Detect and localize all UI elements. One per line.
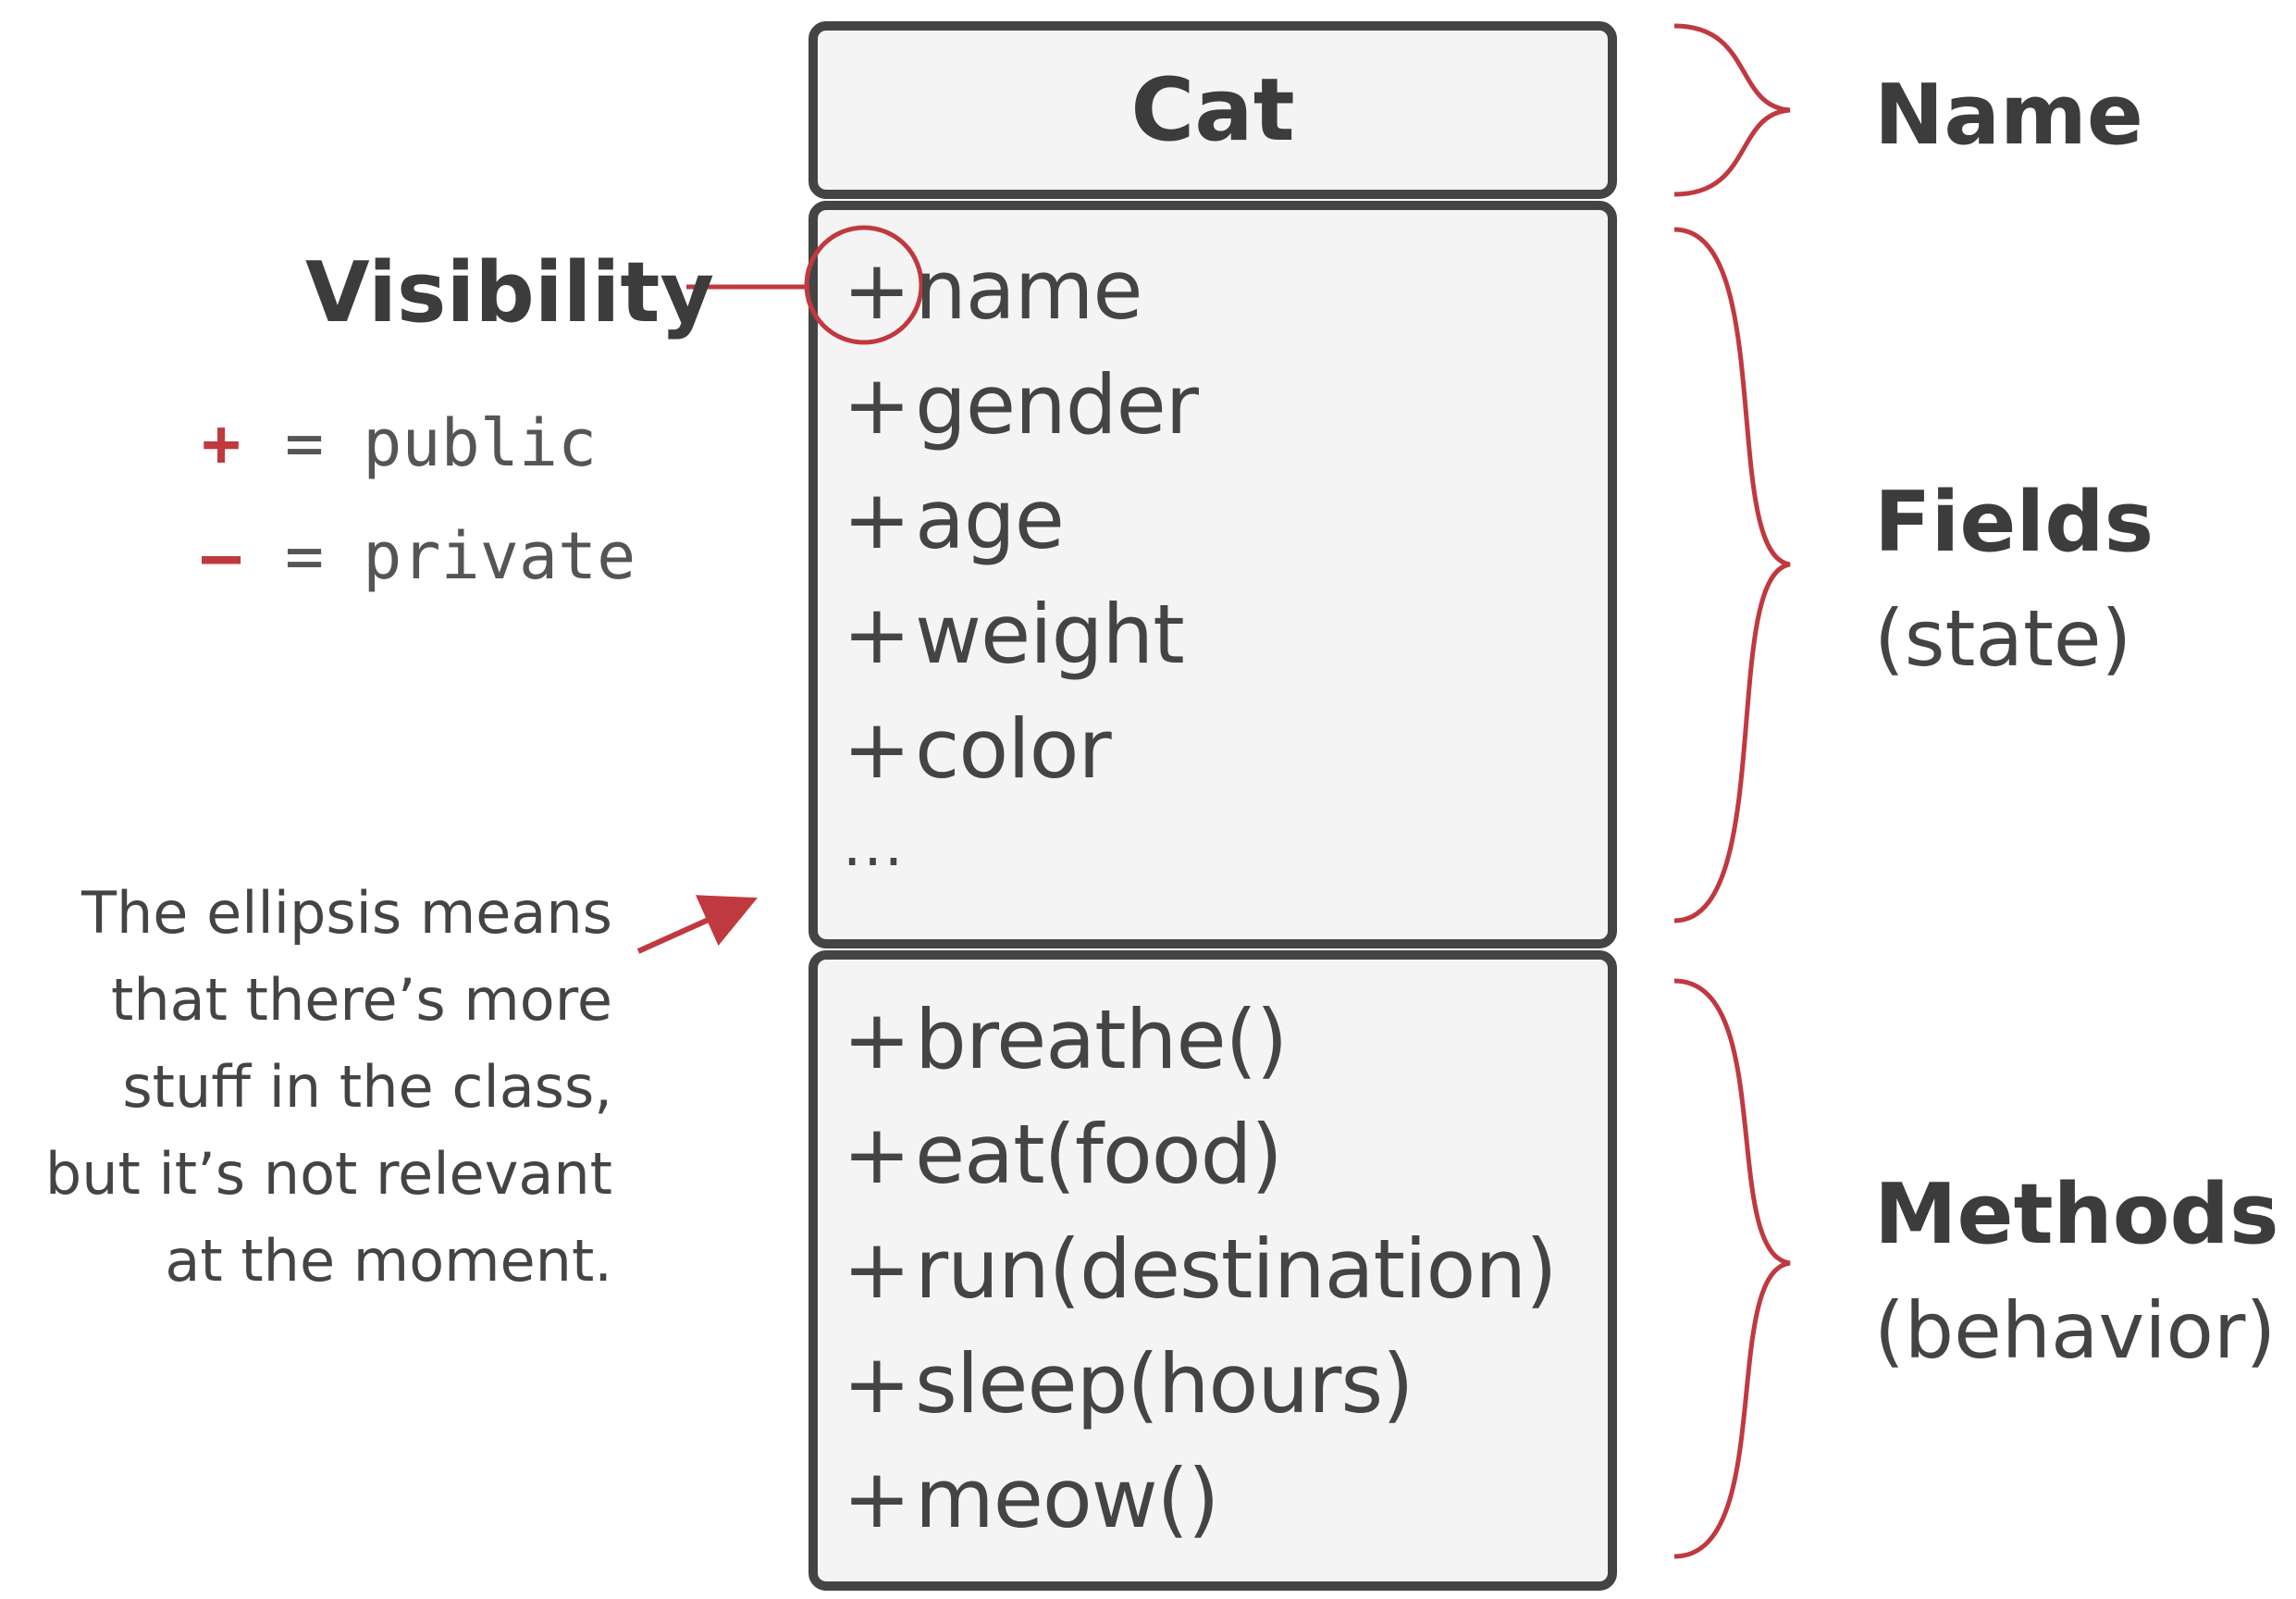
fields-brace xyxy=(1673,227,1791,923)
visibility-symbol: + xyxy=(843,992,911,1087)
method-row: +eat(food) xyxy=(843,1097,1283,1212)
fields-section-box xyxy=(809,201,1617,948)
legend-public: += public xyxy=(202,411,597,476)
visibility-symbol: + xyxy=(843,587,911,682)
method-signature: breathe() xyxy=(915,992,1288,1087)
field-name: weight xyxy=(915,587,1185,682)
legend-meaning: = public xyxy=(285,405,598,481)
methods-label: Methods xyxy=(1874,1166,2279,1263)
method-row: +run(destination) xyxy=(843,1212,1557,1327)
legend-private: –= private xyxy=(202,524,636,589)
method-signature: run(destination) xyxy=(915,1221,1557,1317)
visibility-symbol: + xyxy=(843,1336,911,1432)
name-section: Cat xyxy=(813,26,1612,194)
methods-section-box xyxy=(809,950,1617,1591)
note-line: stuff in the class, xyxy=(122,1053,612,1121)
visibility-highlight-circle xyxy=(804,225,924,345)
note-line: The ellipsis means xyxy=(81,879,612,947)
field-row: +gender xyxy=(843,348,1199,463)
method-signature: meow() xyxy=(915,1451,1219,1546)
ellipsis-note: The ellipsis means that there’s more stu… xyxy=(45,870,612,1305)
visibility-symbol: + xyxy=(843,1221,911,1317)
note-line: at the moment. xyxy=(165,1227,612,1295)
field-row: +age xyxy=(843,463,1065,577)
field-row: +weight xyxy=(843,577,1185,692)
methods-section: +breathe() +eat(food) +run(destination) … xyxy=(813,983,1612,1586)
field-name: color xyxy=(915,701,1112,797)
name-section-box xyxy=(809,21,1617,199)
visibility-symbol: + xyxy=(843,1107,911,1202)
fields-sub-label: (state) xyxy=(1874,593,2132,684)
visibility-symbol: + xyxy=(843,1451,911,1546)
class-name: Cat xyxy=(1130,59,1295,161)
field-row: +name xyxy=(843,233,1143,348)
field-name: name xyxy=(915,242,1143,338)
methods-sub-label: (behavior) xyxy=(1874,1285,2277,1376)
legend-meaning: = private xyxy=(285,518,636,594)
visibility-symbol: + xyxy=(843,357,911,452)
name-label: Name xyxy=(1874,67,2143,164)
method-signature: eat(food) xyxy=(915,1107,1283,1202)
note-line: but it’s not relevant xyxy=(44,1140,612,1208)
visibility-symbol: + xyxy=(843,242,911,338)
fields-ellipsis: ... xyxy=(843,812,906,880)
fields-section: +name +gender +age +weight +color ... xyxy=(813,233,1612,944)
name-brace xyxy=(1673,23,1791,197)
fields-label: Fields xyxy=(1874,474,2154,571)
method-signature: sleep(hours) xyxy=(915,1336,1414,1432)
minus-symbol: – xyxy=(202,518,241,594)
method-row: +breathe() xyxy=(843,983,1288,1097)
field-name: gender xyxy=(915,357,1199,452)
visibility-label: Visibility xyxy=(305,244,715,341)
plus-symbol: + xyxy=(202,405,241,481)
visibility-symbol: + xyxy=(843,472,911,567)
method-row: +sleep(hours) xyxy=(843,1327,1414,1442)
field-row: +color xyxy=(843,692,1112,807)
method-row: +meow() xyxy=(843,1442,1219,1556)
ellipsis-note-arrow xyxy=(636,895,758,954)
methods-brace xyxy=(1673,978,1791,1559)
visibility-symbol: + xyxy=(843,701,911,797)
note-line: that there’s more xyxy=(111,966,612,1034)
field-name: age xyxy=(915,472,1065,567)
